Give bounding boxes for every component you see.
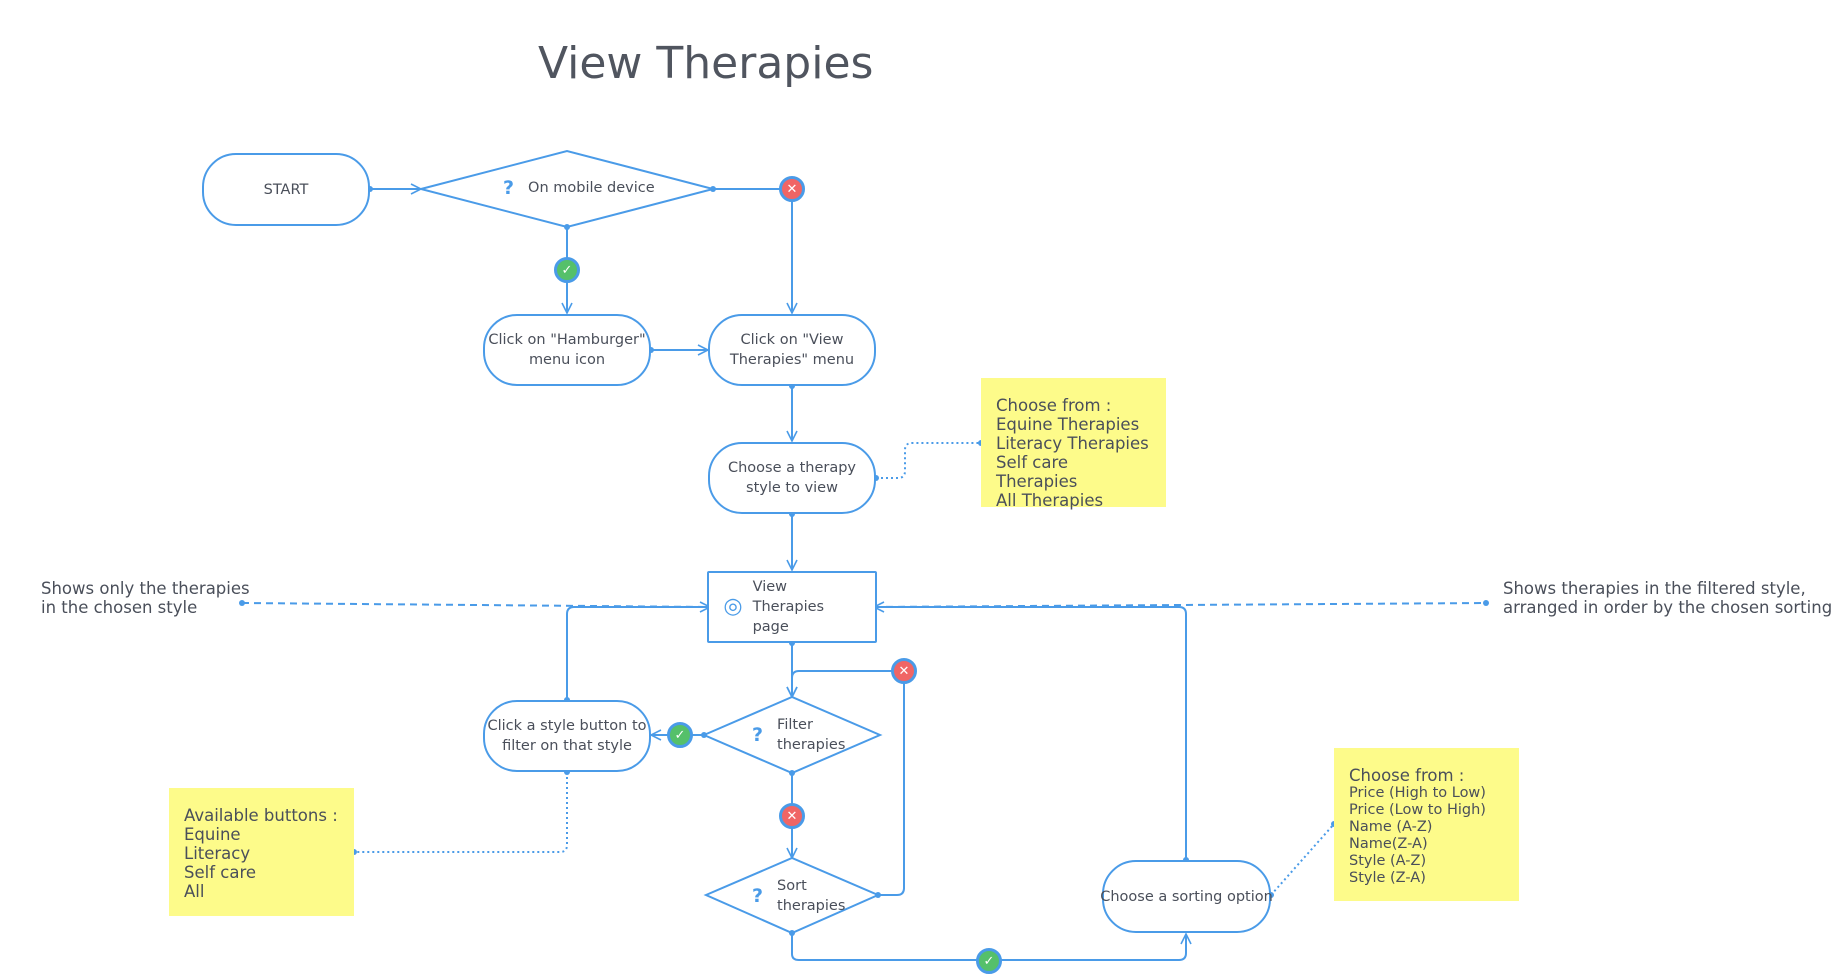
connector-sort-note — [1270, 823, 1335, 896]
note-item: All Therapies — [996, 491, 1104, 510]
note-item: Literacy — [184, 844, 251, 863]
no-icon: ✕ — [779, 176, 805, 202]
connector-left-side-note — [241, 602, 711, 608]
start-node: START — [202, 153, 370, 226]
connector-style-note — [876, 442, 981, 479]
sorting-option-node: Choose a sorting option — [1100, 860, 1273, 933]
choose-style-node: Choose a therapy style to view — [708, 442, 876, 514]
view-menu-node: Click on "View Therapies" menu — [708, 314, 876, 386]
note-item: Price (High to Low) — [1349, 785, 1486, 801]
left-side-note: Shows only the therapies in the chosen s… — [41, 579, 250, 617]
edge-sorting-page — [874, 607, 1187, 860]
decision-filter-label: Filter therapies — [777, 717, 846, 753]
style-button-label: Click a style button to filter on that s… — [487, 718, 647, 754]
target-icon: ◎ — [723, 594, 743, 619]
note-item: Self care Therapies — [996, 453, 1078, 491]
edge-mobile-no — [713, 188, 792, 313]
available-buttons-note: Available buttons : Equine Literacy Self… — [169, 788, 354, 916]
decision-sort-label: Sort therapies — [777, 878, 846, 914]
decision-sort: ? Sort therapies — [752, 876, 849, 916]
yes-icon: ✓ — [667, 722, 693, 748]
start-label: START — [263, 181, 309, 198]
decision-mobile: ? On mobile device — [503, 178, 655, 198]
sorting-option-label: Choose a sorting option — [1100, 888, 1273, 905]
style-options-note: Choose from : Equine Therapies Literacy … — [981, 378, 1166, 510]
note-item: Equine — [184, 825, 241, 844]
note-item: Style (A-Z) — [1349, 853, 1427, 869]
question-icon: ? — [752, 724, 764, 746]
yes-icon: ✓ — [976, 948, 1002, 974]
note-heading: Choose from : — [996, 396, 1112, 415]
hamburger-label: Click on "Hamburger" menu icon — [488, 332, 646, 368]
question-icon: ? — [752, 885, 764, 907]
note-item: Literacy Therapies — [996, 434, 1149, 453]
yes-icon: ✓ — [554, 257, 580, 283]
sort-options-note: Choose from : Price (High to Low) Price … — [1334, 748, 1519, 901]
edge-stylebutton-page — [566, 607, 710, 700]
note-item: Name (A-Z) — [1349, 819, 1433, 835]
decision-filter-shape — [701, 695, 883, 775]
note-item: Price (Low to High) — [1349, 802, 1486, 818]
choose-style-label: Choose a therapy style to view — [727, 460, 857, 496]
decision-mobile-label: On mobile device — [528, 180, 655, 196]
note-heading: Available buttons : — [184, 806, 338, 825]
note-item: Self care — [184, 863, 257, 882]
note-heading: Choose from : — [1349, 766, 1465, 785]
note-item: Equine Therapies — [996, 415, 1140, 434]
no-icon: ✕ — [891, 658, 917, 684]
connector-right-side-note — [873, 602, 1487, 608]
question-icon: ? — [503, 177, 515, 199]
view-page-label: View Therapies page — [752, 579, 825, 635]
note-item: All — [184, 882, 205, 901]
note-item: Style (Z-A) — [1349, 870, 1426, 886]
connector-buttons-note — [354, 772, 568, 853]
decision-filter: ? Filter therapies — [752, 715, 849, 755]
hamburger-node: Click on "Hamburger" menu icon — [483, 314, 651, 386]
no-icon: ✕ — [779, 803, 805, 829]
note-item: Name(Z-A) — [1349, 836, 1428, 852]
style-button-node: Click a style button to filter on that s… — [483, 700, 651, 772]
diagram-title: View Therapies — [538, 38, 874, 89]
right-side-note: Shows therapies in the filtered style, a… — [1503, 579, 1833, 617]
view-menu-label: Click on "View Therapies" menu — [729, 332, 855, 368]
view-page-node: ◎ View Therapies page — [707, 571, 877, 643]
